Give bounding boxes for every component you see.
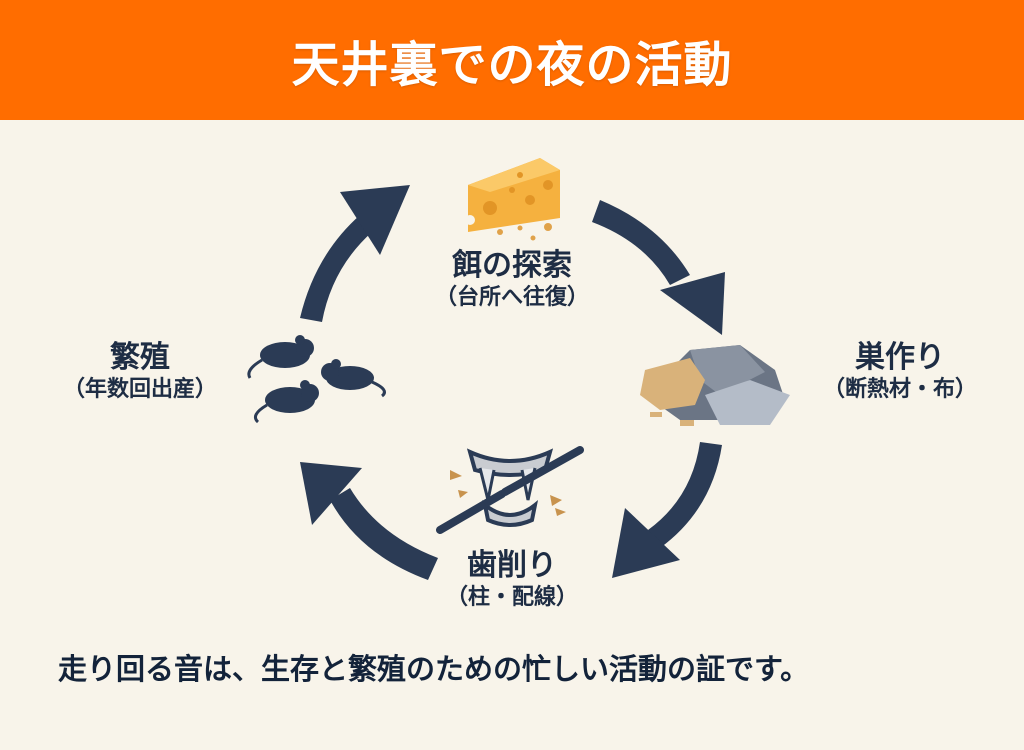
mouse-3 (254, 380, 319, 424)
nest-material-icon (640, 345, 790, 426)
mouse-2 (321, 359, 386, 398)
page-title: 天井裏での夜の活動 (291, 37, 733, 93)
arrow-breed-to-food (300, 185, 410, 322)
arrow-gnaw-to-breed (300, 462, 438, 580)
step-food-subtitle: （台所へ往復） (434, 285, 589, 310)
header-banner: 天井裏での夜の活動 (0, 0, 1024, 120)
arrow-nest-to-gnaw (612, 442, 722, 578)
mice-icon (247, 335, 386, 424)
step-nest-label: 巣作り （断熱材・布） (800, 340, 1000, 404)
step-gnaw-title: 歯削り (467, 548, 557, 583)
step-food-label: 餌の探索 （台所へ往復） (412, 248, 612, 312)
gnawing-teeth-icon (436, 446, 584, 534)
step-nest-subtitle: （断熱材・布） (822, 377, 977, 402)
step-gnaw-subtitle: （柱・配線） (445, 585, 578, 610)
footer-caption: 走り回る音は、生存と繁殖のための忙しい活動の証です。 (58, 652, 810, 686)
step-food-title: 餌の探索 (452, 248, 572, 283)
mouse-1 (247, 335, 314, 379)
cycle-arrows (300, 185, 725, 580)
cheese-icon (465, 158, 560, 241)
step-gnaw-label: 歯削り （柱・配線） (412, 548, 612, 612)
step-breed-subtitle: （年数回出産） (62, 377, 217, 402)
arrow-food-to-nest (592, 200, 725, 335)
step-breed-label: 繁殖 （年数回出産） (40, 340, 240, 404)
step-nest-title: 巣作り (855, 340, 945, 375)
step-breed-title: 繁殖 (110, 340, 170, 375)
